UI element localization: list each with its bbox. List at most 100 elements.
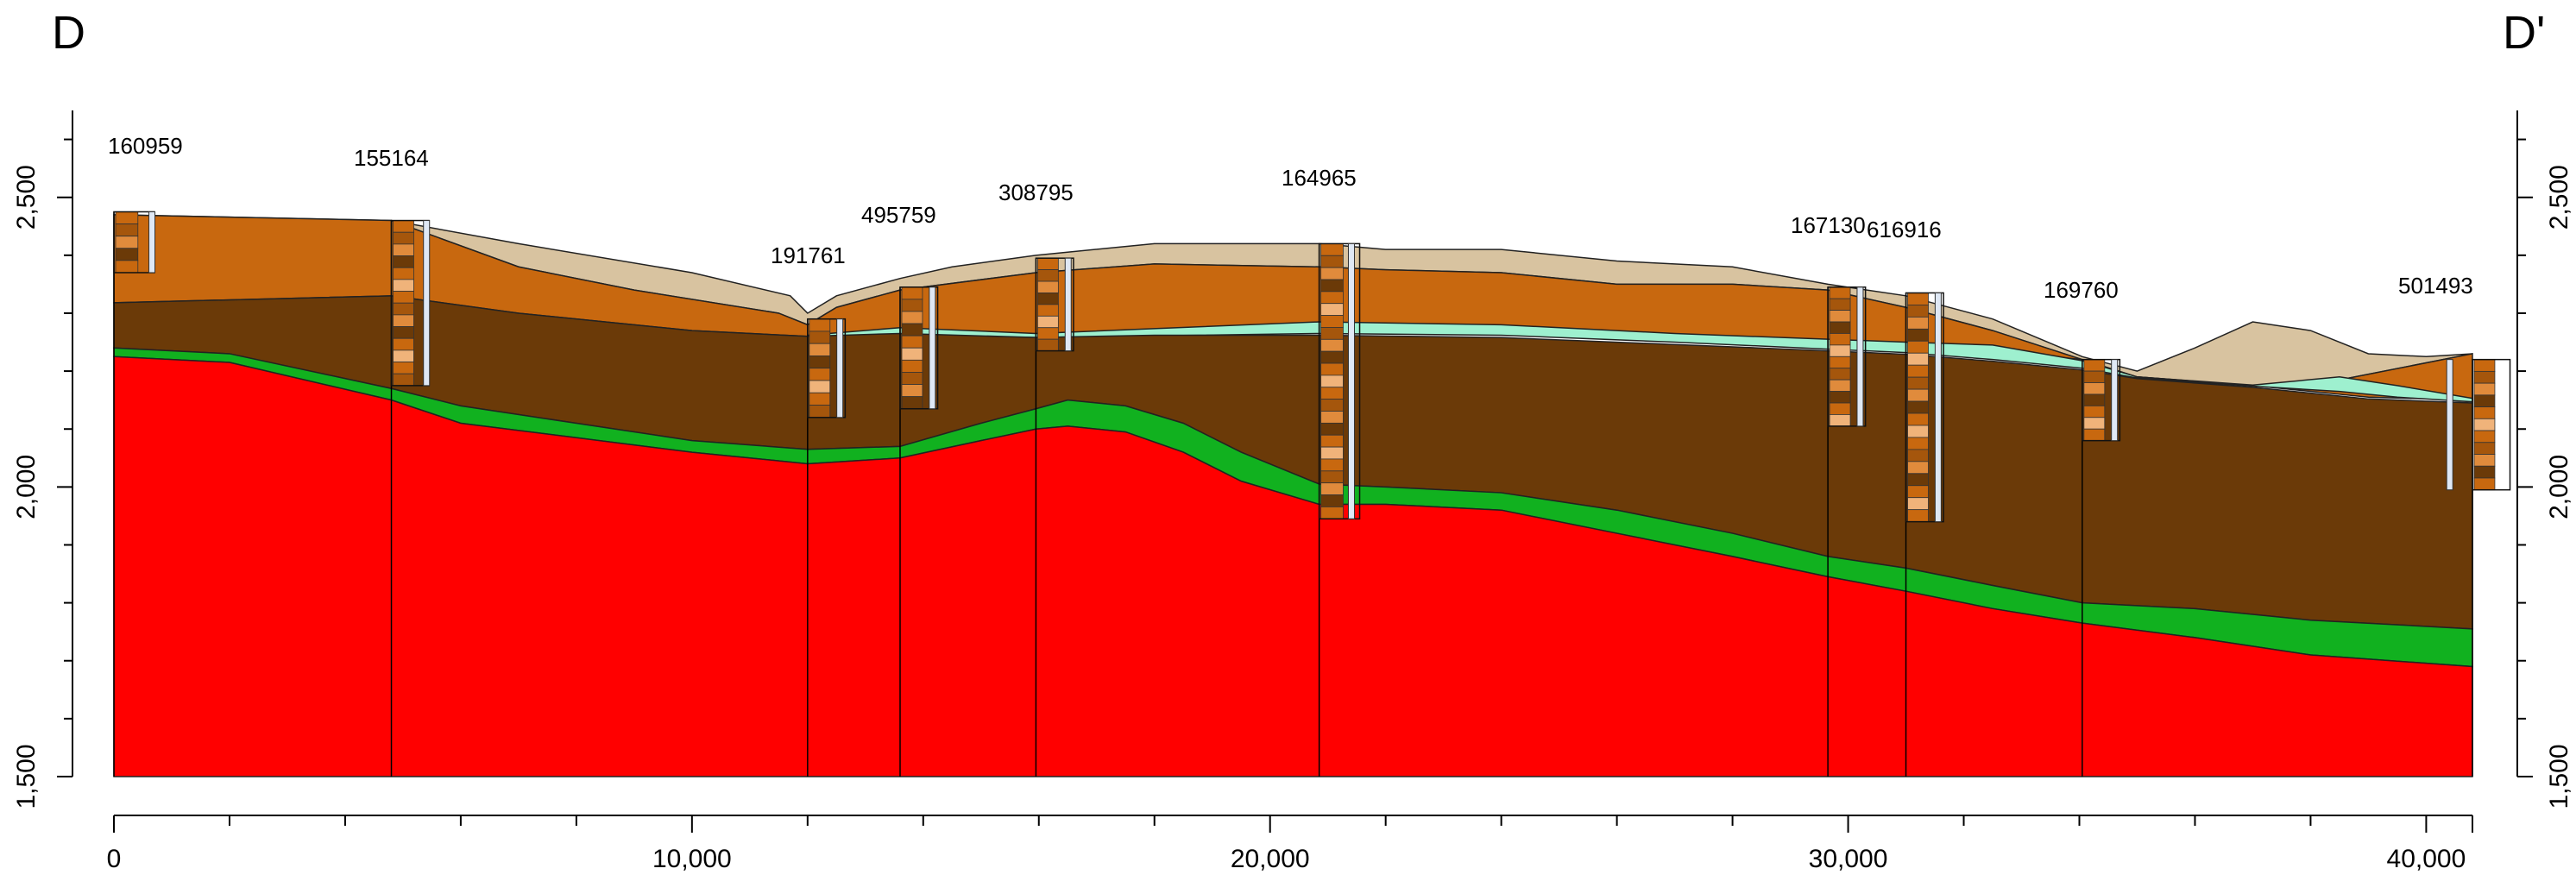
log-interval [393,255,414,268]
log-interval [393,349,414,362]
log-interval [393,291,414,304]
log-interval [809,405,831,418]
log-interval [393,302,414,316]
log-interval [1320,267,1344,280]
log-interval [1829,310,1851,323]
well-label-155164: 155164 [354,145,429,171]
x-tick-label: 30,000 [1809,845,1888,873]
log-interval [1320,338,1344,352]
log-616916 [1905,292,1944,523]
log-interval [393,337,414,351]
log-interval [2473,430,2496,444]
log-interval [393,243,414,256]
log-interval [809,368,831,381]
log-interval [1907,425,1929,438]
log-frame [1035,257,1074,352]
log-interval [1320,387,1344,400]
y-tick-label: 2,000 [12,455,41,519]
log-interval [1037,269,1059,282]
section-end-label: D' [2503,7,2545,59]
log-interval [115,211,139,224]
log-interval [115,223,139,237]
log-interval [1829,391,1851,404]
well-casing [929,286,936,410]
log-interval [1320,327,1344,340]
well-casing [2446,359,2453,491]
log-interval [1320,482,1344,495]
log-interval [809,343,831,356]
log-interval [1320,399,1344,412]
log-interval [393,231,414,245]
log-interval [2083,417,2106,430]
log-frame [899,286,939,410]
log-interval [901,335,923,349]
log-interval [115,260,139,274]
log-interval [393,326,414,339]
y-tick-label: 1,500 [2545,744,2573,809]
log-interval [809,330,831,344]
log-frame [1318,242,1361,520]
log-167130 [1827,286,1867,427]
log-interval [1320,458,1344,472]
well-casing [836,318,844,418]
log-308795 [1035,257,1074,352]
log-interval [1907,449,1929,463]
log-interval [1907,376,1929,390]
log-interval [1907,497,1929,511]
log-interval [2083,359,2106,372]
log-interval [1829,402,1851,415]
log-interval [1829,298,1851,311]
well-casing [1856,286,1864,427]
well-label-167130: 167130 [1791,212,1866,238]
log-interval [1907,340,1929,354]
log-interval [2083,405,2106,418]
log-interval [2083,428,2106,442]
log-interval [2473,477,2496,491]
stratigraphic-layers [113,214,2473,777]
log-interval [1320,315,1344,328]
x-tick-label: 20,000 [1231,845,1310,873]
log-interval [901,396,923,410]
log-interval [2473,382,2496,396]
log-interval [1907,293,1929,305]
log-interval [1907,485,1929,499]
log-interval [1037,280,1059,293]
borehole-logs [113,211,2511,523]
well-casing [423,220,431,387]
log-interval [2473,465,2496,479]
log-interval [1907,461,1929,475]
well-casing [2111,359,2119,442]
y-tick-label: 2,000 [2545,455,2573,519]
log-interval [1829,344,1851,357]
log-interval [1037,315,1059,329]
log-interval [393,314,414,327]
well-casing [148,211,156,274]
log-interval [393,362,414,374]
x-tick-label: 40,000 [2387,845,2466,873]
log-191761 [807,318,847,418]
log-interval [1907,388,1929,402]
log-interval [901,359,923,373]
log-155164 [390,219,431,387]
log-interval [1907,400,1929,414]
log-frame [807,318,847,418]
well-casing [1064,257,1072,352]
log-interval [1320,362,1344,376]
y-tick-label: 2,500 [2545,165,2573,230]
log-interval [1037,338,1059,351]
log-interval [393,267,414,280]
log-interval [2473,442,2496,455]
log-interval [901,372,923,385]
x-tick-label: 0 [107,845,122,873]
log-interval [393,373,414,387]
log-interval [1907,509,1929,523]
log-interval [1320,303,1344,316]
log-interval [901,384,923,398]
log-interval [2473,454,2496,467]
log-interval [1037,293,1059,305]
